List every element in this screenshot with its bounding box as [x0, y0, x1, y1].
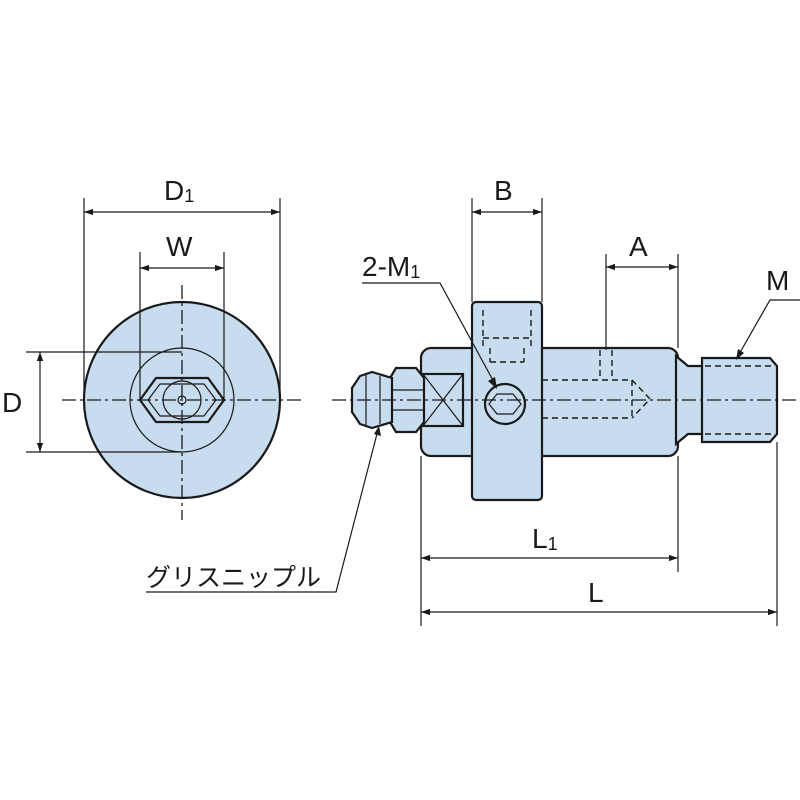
- m-leader-line: [737, 299, 800, 357]
- m1-leader-arrow: [488, 377, 497, 389]
- end-view: [26, 198, 302, 520]
- label-2-m1: 2-M1: [362, 251, 420, 282]
- side-view-main-body: [419, 346, 680, 458]
- side-view: [146, 198, 800, 626]
- label-b: B: [494, 175, 513, 206]
- grease-nipple-leader-arrow: [374, 426, 381, 436]
- body-bore-drill-point: [631, 379, 651, 419]
- label-a: A: [629, 231, 648, 262]
- label-m: M: [766, 265, 789, 296]
- m-leader-arrow: [736, 349, 744, 360]
- grease-nipple-head: [350, 370, 394, 430]
- m1-leader-line: [362, 282, 496, 385]
- label-d: D: [2, 387, 22, 418]
- label-l: L: [588, 577, 604, 608]
- label-l1: L1: [532, 523, 558, 554]
- label-d1: D1: [164, 175, 194, 206]
- label-w: W: [166, 231, 193, 262]
- socket-screw-hex: [488, 393, 522, 415]
- grease-nipple-leader-line: [146, 429, 379, 593]
- label-grease-nipple: グリスニップル: [146, 563, 321, 592]
- socket-screw-head: [483, 382, 527, 426]
